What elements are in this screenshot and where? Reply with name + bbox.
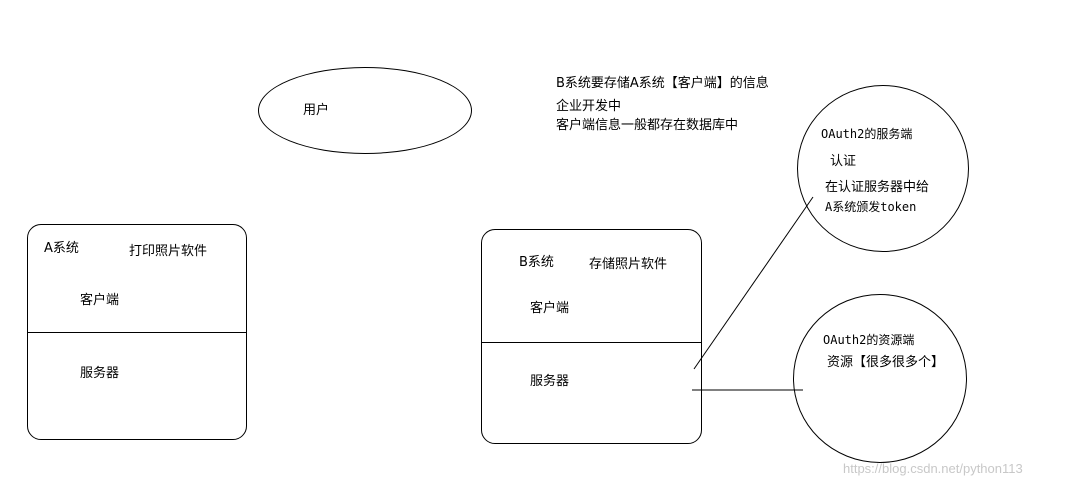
system-b-software: 存储照片软件 — [589, 257, 668, 272]
oauth-resource-circle: OAuth2的资源端 资源【很多很多个】 — [793, 294, 967, 463]
watermark-text: https://blog.csdn.net/python113 — [843, 461, 1023, 476]
system-b-name: B系统 — [519, 255, 554, 270]
oauth-server-title: OAuth2的服务端 — [821, 127, 913, 141]
system-a-client: 客户端 — [80, 293, 120, 308]
user-label: 用户 — [303, 103, 330, 118]
system-a-server: 服务器 — [80, 366, 120, 381]
oauth-server-desc-2: A系统颁发token — [825, 200, 917, 214]
note-line-1: B系统要存储A系统【客户端】的信息 — [556, 76, 769, 91]
oauth-server-desc-1: 在认证服务器中给 — [825, 180, 930, 195]
system-b-client: 客户端 — [530, 301, 570, 316]
oauth-server-circle: OAuth2的服务端 认证 在认证服务器中给 A系统颁发token — [797, 85, 969, 252]
note-line-2: 企业开发中 — [556, 99, 622, 114]
system-a-software: 打印照片软件 — [129, 244, 208, 259]
oauth-server-auth: 认证 — [830, 154, 857, 169]
system-a-box: A系统 打印照片软件 客户端 服务器 — [27, 224, 247, 440]
system-b-server: 服务器 — [530, 374, 570, 389]
system-a-divider — [28, 332, 246, 333]
note-line-3: 客户端信息一般都存在数据库中 — [556, 118, 739, 133]
connector-server-to-oauth-server — [693, 196, 814, 370]
system-a-name: A系统 — [44, 241, 79, 256]
oauth-resource-title: OAuth2的资源端 — [823, 333, 915, 347]
user-ellipse: 用户 — [258, 67, 472, 154]
system-b-box: B系统 存储照片软件 客户端 服务器 — [481, 229, 702, 444]
oauth-resource-desc: 资源【很多很多个】 — [827, 355, 945, 370]
system-b-divider — [482, 342, 701, 343]
